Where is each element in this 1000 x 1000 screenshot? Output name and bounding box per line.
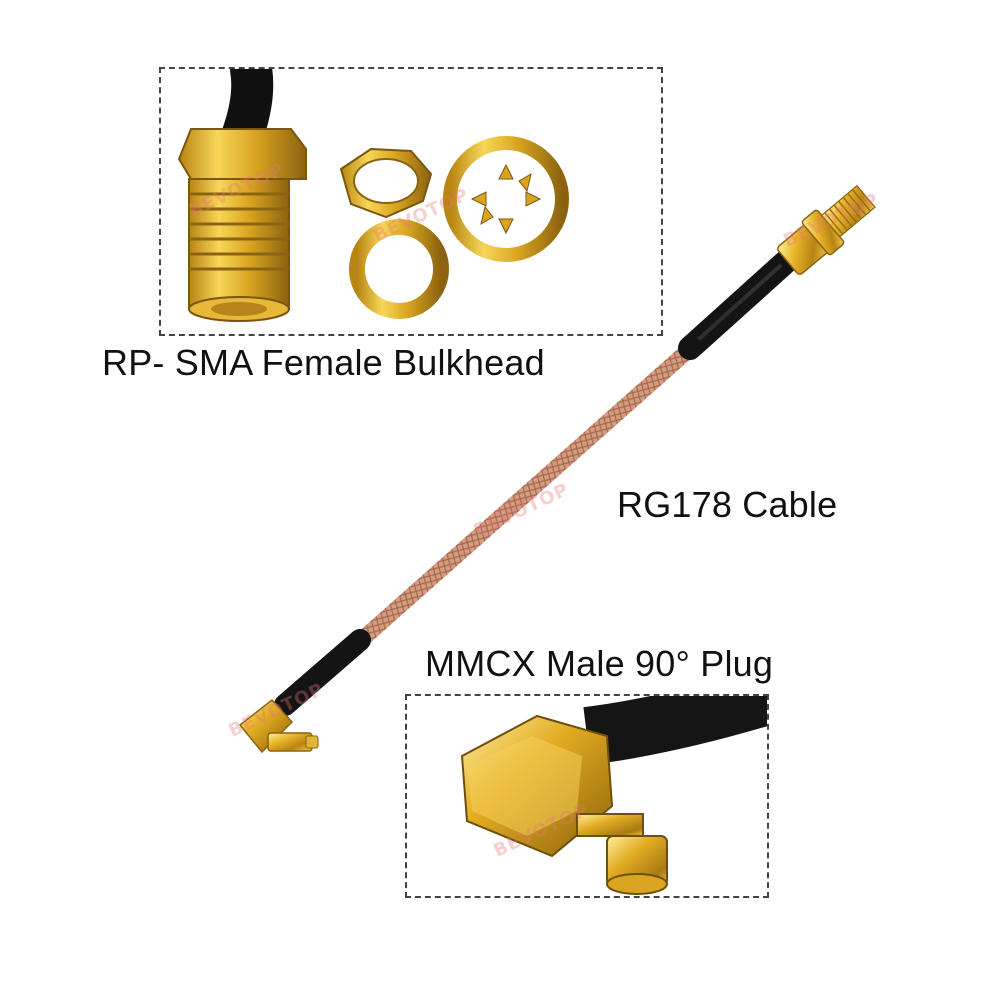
sma-label: RP- SMA Female Bulkhead [102,342,545,383]
mmcx-label: MMCX Male 90° Plug [425,643,774,684]
sma-detail-inset [159,67,663,336]
cable-label: RG178 Cable [617,484,838,525]
rp-sma-connector [777,184,876,275]
bottom-heatshrink [274,629,371,716]
sma-parts-illustration [177,69,569,322]
rg178-cable [342,332,708,658]
mmcx-detail-inset [405,694,769,898]
mmcx-connector [238,698,319,754]
mmcx-plug-illustration [460,696,767,895]
